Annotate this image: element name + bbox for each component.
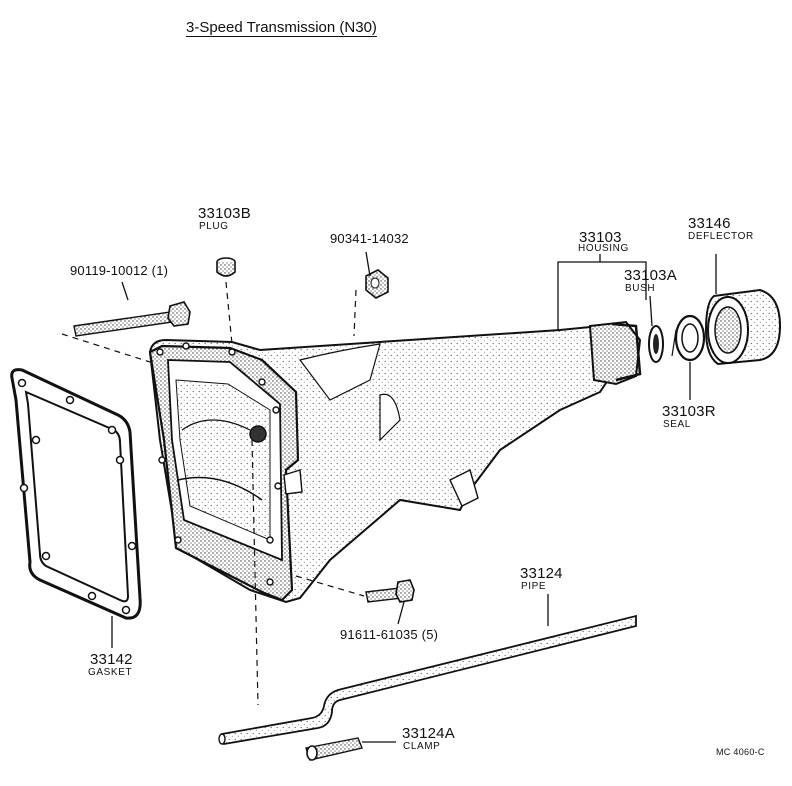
housing-label: HOUSING	[578, 243, 629, 254]
bush	[648, 325, 664, 363]
bolt-bottom	[365, 579, 415, 603]
nut-part-number: 90341-14032	[330, 231, 409, 246]
gasket-label: GASKET	[88, 667, 133, 678]
bolt-top	[73, 301, 191, 337]
seal	[671, 314, 706, 362]
bush-label: BUSH	[625, 283, 656, 294]
bush-part-number: 33103A	[624, 267, 677, 284]
page-title: 3-Speed Transmission (N30)	[186, 19, 377, 36]
transmission-housing	[148, 320, 642, 604]
leader-lines	[111, 251, 717, 743]
seal-part-number: 33103R	[662, 403, 716, 420]
deflector	[704, 288, 782, 366]
bottom-bolt-part-number: 91611-61035 (5)	[340, 627, 439, 642]
clamp-part-number: 33124A	[402, 725, 455, 742]
gasket	[10, 368, 142, 620]
pipe-label: PIPE	[521, 581, 547, 592]
drawing-reference: MC 4060-C	[716, 747, 765, 757]
deflector-label: DEFLECTOR	[688, 231, 754, 242]
nut	[365, 269, 389, 299]
clamp-label: CLAMP	[403, 741, 441, 752]
pipe	[218, 614, 637, 746]
plug-part-number: 33103B	[198, 205, 251, 222]
top-bolt-part-number: 90119-10012 (1)	[70, 263, 169, 278]
seal-label: SEAL	[663, 419, 691, 430]
plug	[216, 257, 236, 277]
clamp	[305, 737, 363, 761]
plug-label: PLUG	[199, 221, 229, 232]
gasket-part-number: 33142	[90, 651, 133, 668]
housing-part-number: 33103	[579, 229, 622, 246]
deflector-part-number: 33146	[688, 215, 731, 232]
pipe-part-number: 33124	[520, 565, 563, 582]
assembly-guide-lines	[61, 281, 365, 706]
